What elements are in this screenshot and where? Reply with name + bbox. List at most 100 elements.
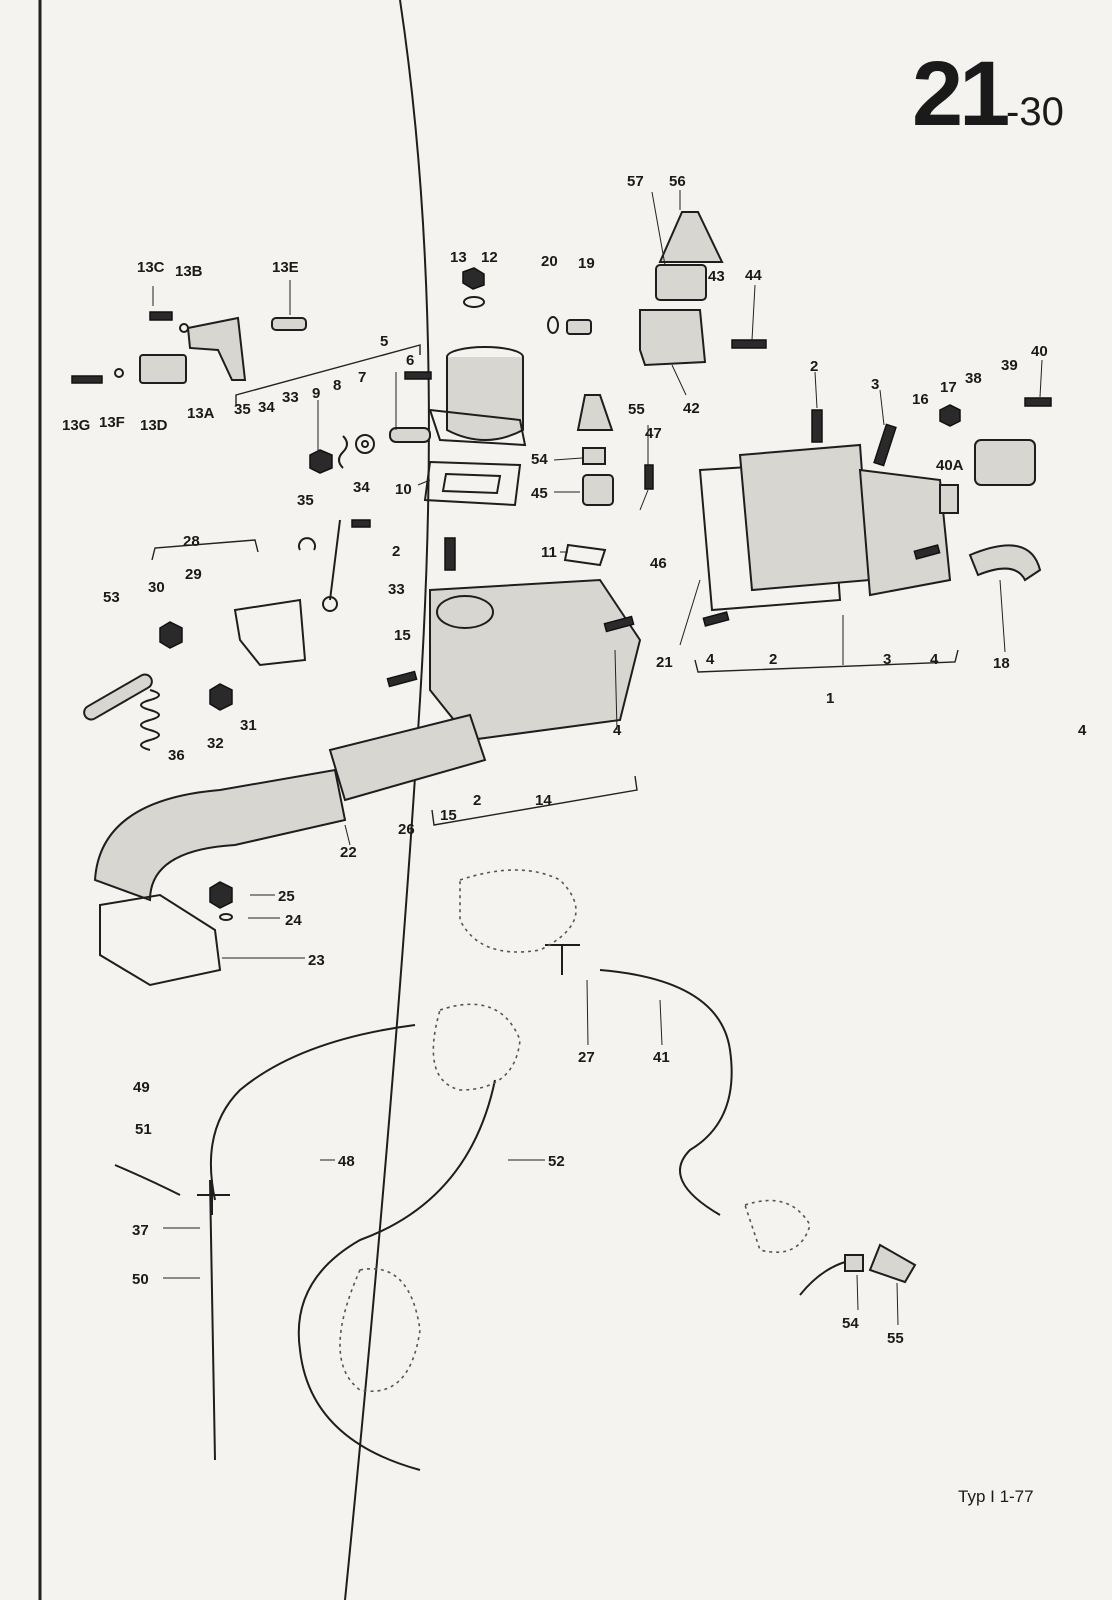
callout-4-manifold: 4	[613, 722, 622, 739]
cap-55-lower	[868, 1243, 917, 1284]
callout-33-mid: 33	[388, 581, 405, 598]
hose-52	[297, 1079, 496, 1471]
spring-washer-8	[338, 435, 348, 469]
callout-53: 53	[103, 589, 120, 606]
clip-35	[298, 537, 316, 551]
air-distributor-1	[698, 397, 1052, 627]
link-rod-33	[329, 519, 341, 601]
nut-32	[209, 683, 233, 711]
nut-17	[939, 404, 961, 427]
flange-23	[99, 893, 222, 987]
callout-46: 46	[650, 555, 667, 572]
callout-20: 20	[541, 253, 558, 270]
throttle-linkage	[83, 519, 371, 751]
callout-35-mid: 35	[297, 492, 314, 509]
housing-1-side	[858, 468, 952, 597]
callout-22: 22	[340, 844, 357, 861]
callout-38: 38	[965, 370, 982, 387]
lever-28	[233, 598, 307, 667]
callout-3-top: 3	[871, 376, 879, 393]
switch-38	[974, 439, 1036, 486]
nut-13	[462, 267, 485, 290]
housing-1-body	[738, 443, 872, 592]
callout-33-top: 33	[282, 389, 299, 406]
wire-54	[799, 1261, 846, 1296]
callout-55-bottom: 55	[887, 1330, 904, 1347]
t-piece-27	[545, 944, 580, 975]
callout-15-mid: 15	[394, 627, 411, 644]
callout-6: 6	[406, 352, 414, 369]
boot-56	[658, 211, 724, 263]
hose-routing	[114, 869, 917, 1471]
callout-39: 39	[1001, 357, 1018, 374]
washer-24	[219, 913, 233, 921]
t-piece-37	[197, 1180, 230, 1215]
callout-43: 43	[708, 268, 725, 285]
ghost-fitting	[432, 1003, 521, 1091]
callout-13e: 13E	[272, 259, 299, 276]
callout-14: 14	[535, 792, 552, 809]
callout-1: 1	[826, 690, 834, 707]
callout-52: 52	[548, 1153, 565, 1170]
callout-28: 28	[183, 533, 200, 550]
switch-42	[639, 309, 707, 367]
sleeve-13e	[271, 317, 307, 331]
callout-13c: 13C	[137, 259, 165, 276]
rod-53	[83, 673, 153, 721]
callout-40: 40	[1031, 343, 1048, 360]
stud-4-left	[702, 611, 730, 627]
screw-13c	[149, 311, 173, 321]
washer-13f	[114, 368, 124, 378]
ball-joint-33	[322, 596, 338, 612]
callout-2-mid: 2	[392, 543, 400, 560]
callout-50: 50	[132, 1271, 149, 1288]
callout-2-bottom: 2	[769, 651, 777, 668]
callout-48: 48	[338, 1153, 355, 1170]
stud-15	[386, 670, 418, 688]
callout-9: 9	[312, 385, 320, 402]
callout-49: 49	[133, 1079, 150, 1096]
bolt-40	[1024, 397, 1052, 407]
callout-36: 36	[168, 747, 185, 764]
callout-13b: 13B	[175, 263, 203, 280]
callout-4-left: 4	[706, 651, 715, 668]
hose-nipple	[389, 427, 431, 443]
washer-7	[355, 434, 375, 454]
bracket-28	[151, 539, 259, 561]
plug-19	[566, 319, 592, 335]
nut-25	[209, 881, 233, 909]
screw-47	[644, 464, 654, 490]
valve-45	[582, 474, 614, 506]
callout-5: 5	[380, 333, 388, 350]
callout-31: 31	[240, 717, 257, 734]
callout-4-edge: 4	[1078, 722, 1087, 739]
callout-3-bottom: 3	[883, 651, 891, 668]
callout-32: 32	[207, 735, 224, 752]
stud-4-manifold	[603, 615, 635, 633]
bracket-40a	[939, 484, 959, 514]
relay-bracket-assembly	[71, 311, 307, 384]
callout-34-top: 34	[258, 399, 275, 416]
leader-lines	[152, 190, 1043, 1326]
sleeve-26	[328, 713, 487, 802]
o-ring-20	[547, 316, 559, 334]
callout-11: 11	[541, 544, 557, 561]
callout-8: 8	[333, 377, 341, 394]
callout-13a: 13A	[187, 405, 215, 422]
callout-21: 21	[656, 654, 673, 671]
callout-51: 51	[135, 1121, 152, 1138]
stud-6	[404, 371, 432, 380]
hose-50	[209, 1179, 216, 1461]
callout-56: 56	[669, 173, 686, 190]
callout-12: 12	[481, 249, 498, 266]
callout-30: 30	[148, 579, 165, 596]
bracket-13a	[186, 316, 247, 381]
preheat-pipe	[93, 768, 347, 987]
callout-13d: 13D	[140, 417, 168, 434]
callout-41: 41	[653, 1049, 670, 1066]
callout-13g: 13G	[62, 417, 90, 434]
throttle-body-assembly	[309, 267, 592, 507]
section-number: 21	[912, 43, 1010, 145]
